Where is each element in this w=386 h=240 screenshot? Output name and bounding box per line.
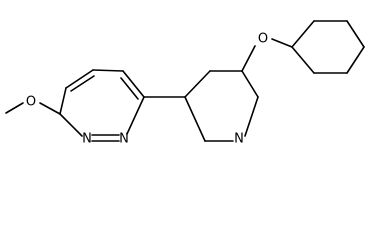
bond-o-phenyl — [271, 38, 293, 48]
bond-py-c4-n — [244, 96, 259, 137]
bond-methyl-o — [5, 102, 24, 114]
bond-ph-c4-c5 — [346, 46, 365, 74]
atom-label-pyridine-n: N — [234, 132, 244, 147]
bond-py-c3-c4 — [241, 70, 259, 98]
bond-c5-c4 — [65, 69, 94, 89]
chemical-structure-diagram: O N N N O — [5, 20, 365, 147]
bond-py-c5-c1 — [184, 96, 206, 142]
atom-label-ring-n2: N — [82, 132, 92, 147]
bonds — [5, 20, 365, 142]
atom-label-methoxy-o: O — [26, 95, 36, 110]
bond-c4-c3 — [92, 69, 124, 72]
bond-ph-c1-c2 — [291, 20, 315, 48]
bond-c6-c5 — [59, 87, 67, 115]
atom-label-ring-n1: N — [119, 132, 129, 147]
bond-n2-c6 — [59, 113, 83, 137]
atom-label-ether-o: O — [258, 32, 268, 47]
bond-c3-c2 — [122, 70, 145, 98]
bond-c2-n1 — [126, 96, 145, 135]
bond-py-c1-c2 — [184, 70, 211, 98]
bond-c5-c4-double — [70, 75, 95, 92]
bond-ph-c3-c4 — [346, 20, 365, 48]
bond-ph-c6-c1 — [291, 46, 315, 74]
bond-py-o — [241, 45, 256, 72]
bond-o-pyridazine — [39, 102, 61, 115]
bond-c3-c2-double — [120, 77, 139, 100]
atom-labels: O N N N O — [26, 32, 268, 147]
